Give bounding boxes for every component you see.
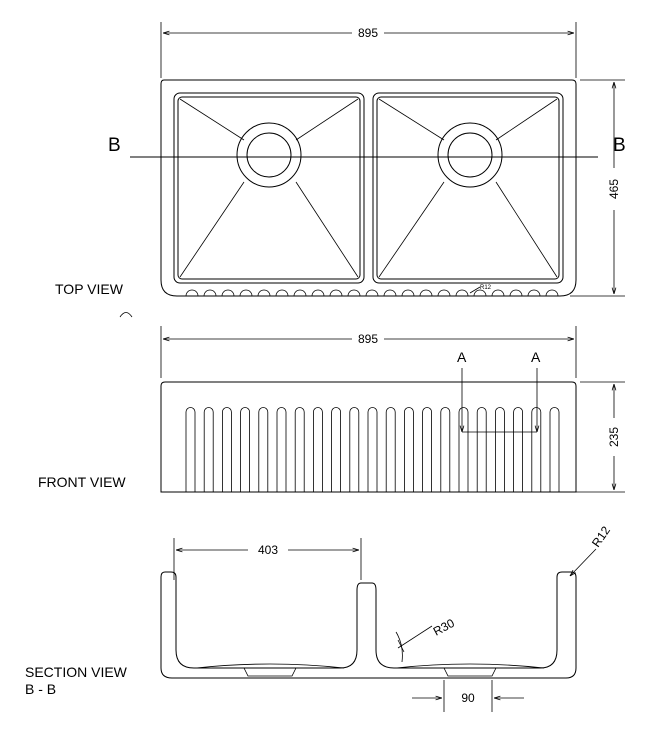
- left-drain: [236, 122, 302, 188]
- front-height-label: 235: [607, 427, 621, 447]
- flute: [385, 407, 396, 492]
- scallop: [527, 289, 541, 297]
- arc-symbol: [119, 312, 133, 318]
- scallop: [347, 289, 361, 297]
- section-b-right-label: B: [613, 135, 626, 156]
- top-depth-dimension: 465: [570, 79, 625, 297]
- bowl-width-dimension: 403: [173, 538, 362, 580]
- flute: [549, 407, 560, 492]
- top-width-label: 895: [358, 26, 378, 40]
- flute: [458, 407, 469, 492]
- apron-flutes: [185, 407, 560, 492]
- flute: [476, 407, 487, 492]
- top-depth-label: 465: [607, 179, 621, 199]
- section-b-left-label: B: [108, 135, 121, 156]
- bowl-width-label: 403: [258, 543, 278, 557]
- front-view-label: FRONT VIEW: [38, 474, 126, 490]
- radius-inner-label: R30: [431, 616, 457, 639]
- sink-section-outline: [160, 571, 577, 679]
- flute: [495, 407, 505, 492]
- flute: [222, 407, 232, 492]
- flute: [294, 407, 305, 492]
- scallop: [401, 289, 415, 297]
- top-width-dimension: 895: [160, 22, 577, 78]
- flute: [422, 407, 432, 492]
- flute: [404, 407, 414, 492]
- top-view-label: TOP VIEW: [55, 281, 124, 297]
- flute: [185, 407, 196, 492]
- front-width-dimension: 895: [160, 326, 577, 378]
- scallop: [545, 289, 559, 297]
- right-bowl: [372, 92, 564, 284]
- scallop: [239, 289, 253, 297]
- flute: [258, 407, 269, 492]
- scallop: [419, 289, 433, 297]
- scallop: [293, 289, 307, 297]
- front-view: 895 235 A A FRONT VIEW: [38, 326, 625, 493]
- scallop: [221, 289, 235, 297]
- scallop: [473, 289, 487, 297]
- section-a-marker: A A: [457, 349, 541, 433]
- scallop: [185, 289, 199, 297]
- radius-outer-label: R12: [589, 523, 613, 549]
- flute: [513, 407, 523, 492]
- section-view-sublabel: B - B: [25, 681, 56, 697]
- flute: [240, 407, 250, 492]
- right-drain: [437, 122, 503, 188]
- flute: [440, 407, 451, 492]
- section-view-label: SECTION VIEW: [25, 664, 128, 680]
- section-a-right-label: A: [531, 349, 541, 365]
- sink-outline-front: [160, 381, 577, 493]
- left-drain-section: [243, 667, 297, 677]
- scallop: [455, 289, 469, 297]
- scallop: [437, 289, 451, 297]
- top-view: 895 465: [55, 22, 626, 318]
- scallop: [257, 289, 271, 297]
- flute: [313, 407, 323, 492]
- front-height-dimension: 235: [576, 381, 625, 493]
- front-width-label: 895: [358, 332, 378, 346]
- flute: [331, 407, 341, 492]
- scallop: [275, 289, 289, 297]
- scallop: [311, 289, 325, 297]
- section-a-left-label: A: [457, 349, 467, 365]
- flute: [367, 407, 378, 492]
- flute: [531, 407, 542, 492]
- flute: [276, 407, 287, 492]
- drain-width-label: 90: [461, 691, 475, 705]
- scallop: [491, 289, 505, 297]
- scallop: [329, 289, 343, 297]
- flute: [203, 407, 214, 492]
- scallop: [203, 289, 217, 297]
- sink-outline-top: [160, 79, 577, 297]
- apron-scallops: [185, 289, 559, 297]
- flute: [349, 407, 360, 492]
- scallop: [365, 289, 379, 297]
- scallop: [509, 289, 523, 297]
- section-view: 403 R12 R30 90 SECTION VIEW B - B: [25, 523, 613, 712]
- right-drain-section: [443, 667, 497, 677]
- left-bowl: [173, 92, 365, 284]
- scallop: [383, 289, 397, 297]
- radius-small-label: R12: [480, 285, 492, 291]
- drain-width-dimension: 90: [412, 680, 524, 712]
